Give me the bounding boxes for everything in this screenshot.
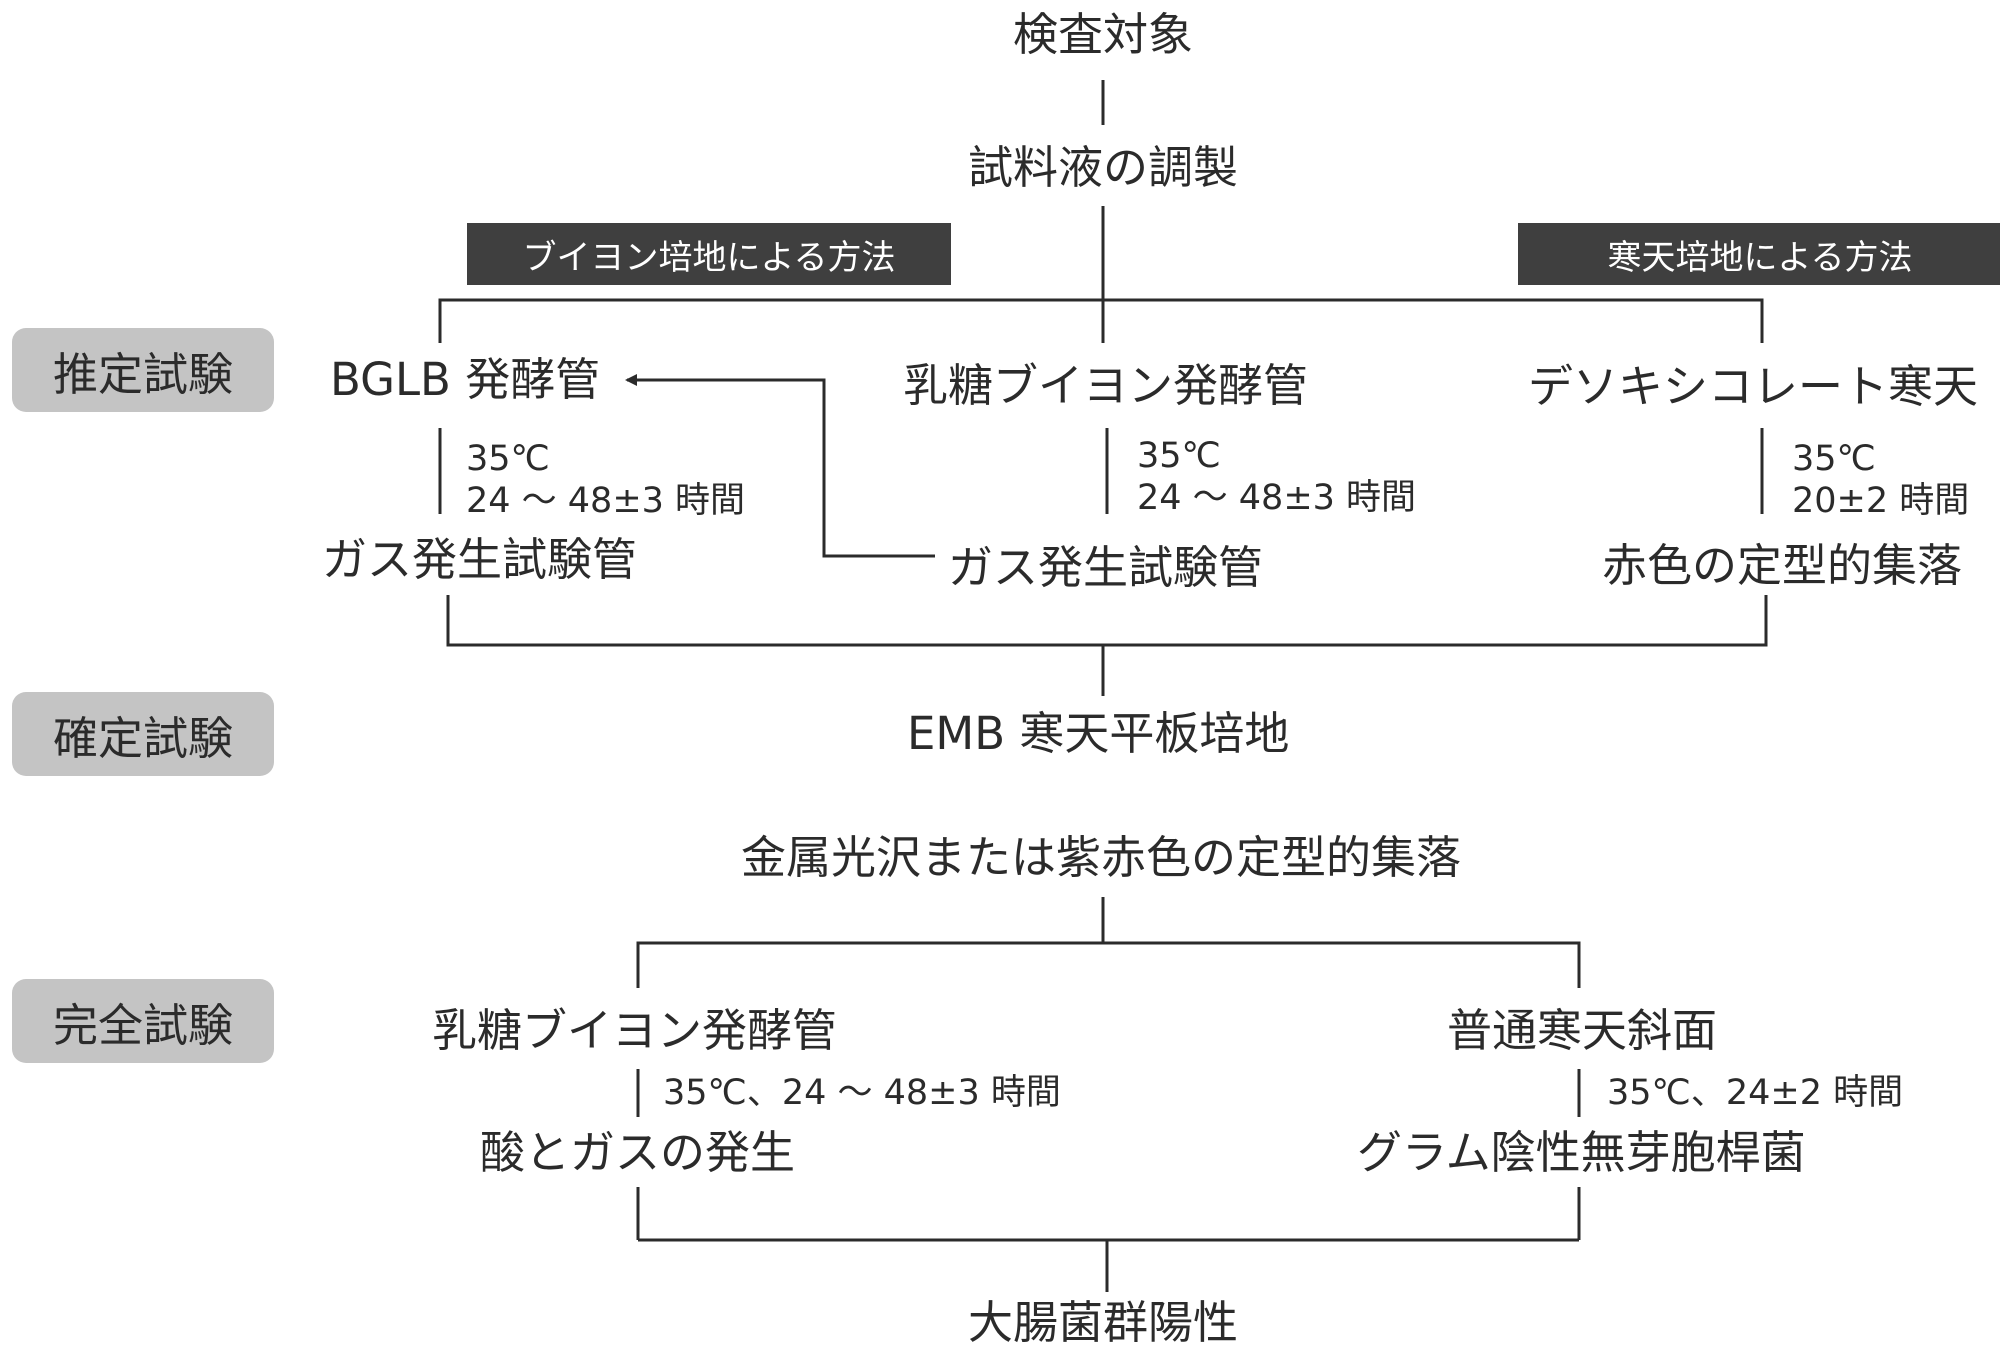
node-left-gas-tube: ガス発生試験管 [322, 533, 638, 586]
node-red-typical-colonies: 赤色の定型的集落 [1602, 539, 1963, 592]
node-acid-and-gas: 酸とガスの発生 [480, 1126, 796, 1179]
completed-left-condition: 35℃、24 ～ 48±3 時間 [663, 1073, 1061, 1113]
node-gram-negative-bacilli: グラム陰性無芽胞桿菌 [1357, 1126, 1806, 1179]
node-subject: 検査対象 [1013, 8, 1194, 61]
node-center-gas-tube: ガス発生試験管 [948, 541, 1264, 594]
left-condition-temp: 35℃ [466, 439, 550, 479]
stage-label-presumptive: 推定試験 [12, 328, 274, 412]
node-emb-agar-plate: EMB 寒天平板培地 [907, 707, 1290, 760]
left-condition-time: 24 ～ 48±3 時間 [466, 481, 746, 521]
center-condition-temp: 35℃ [1137, 436, 1221, 476]
node-sample-prep: 試料液の調製 [968, 141, 1239, 194]
right-condition-temp: 35℃ [1792, 439, 1876, 479]
node-desoxycholate-agar: デソキシコレート寒天 [1528, 360, 1979, 413]
method-header-broth: ブイヨン培地による方法 [467, 223, 951, 285]
stage-label-completed: 完全試験 [12, 979, 274, 1063]
completed-right-condition: 35℃、24±2 時間 [1607, 1073, 1904, 1113]
node-lactose-broth-tube: 乳糖ブイヨン発酵管 [903, 359, 1309, 412]
node-bglb-tube: BGLB 発酵管 [330, 353, 601, 406]
method-header-agar: 寒天培地による方法 [1518, 223, 2000, 285]
node-completed-lactose-broth: 乳糖ブイヨン発酵管 [432, 1004, 838, 1057]
node-coliform-positive: 大腸菌群陽性 [968, 1296, 1239, 1349]
stage-label-confirmed: 確定試験 [12, 692, 274, 776]
node-metallic-sheen-colonies: 金属光沢または紫赤色の定型的集落 [741, 831, 1462, 884]
node-nutrient-agar-slant: 普通寒天斜面 [1447, 1004, 1718, 1057]
center-condition-time: 24 ～ 48±3 時間 [1137, 478, 1417, 518]
right-condition-time: 20±2 時間 [1792, 481, 1970, 521]
